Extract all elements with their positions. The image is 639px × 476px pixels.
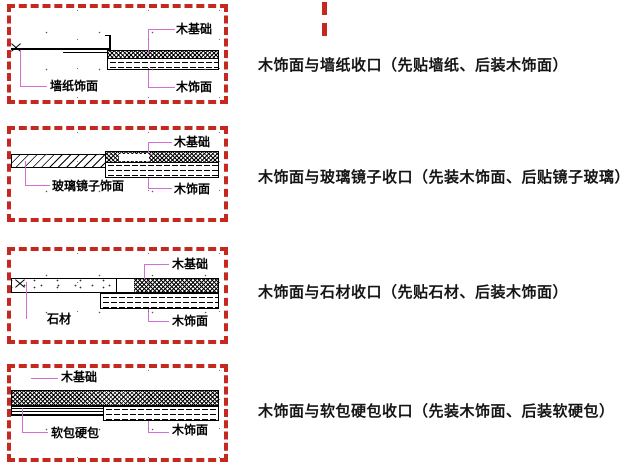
label-wood-finish: 木饰面 bbox=[172, 314, 209, 328]
label-glass-mirror: 玻璃镜子饰面 bbox=[52, 179, 125, 193]
leader-line bbox=[25, 161, 26, 186]
leader-line bbox=[20, 86, 47, 87]
wood-finish-layer bbox=[108, 59, 218, 68]
upholstery-layer bbox=[11, 406, 105, 416]
leader-line bbox=[148, 87, 175, 88]
detail-panel-stone: 木基础 石材 木饰面 bbox=[7, 247, 228, 344]
wood-base-layer bbox=[108, 51, 218, 59]
wallpaper-surface-line bbox=[11, 48, 111, 50]
leader-line bbox=[148, 432, 169, 433]
label-wood-finish: 木饰面 bbox=[172, 423, 209, 437]
detail-panel-wallpaper: 木基础 木饰面 墙纸饰面 bbox=[7, 4, 228, 104]
end-trim-profile bbox=[109, 35, 111, 50]
leader-line bbox=[144, 264, 169, 265]
label-wood-base: 木基础 bbox=[61, 370, 98, 384]
leader-line bbox=[22, 432, 48, 433]
stone-layer bbox=[12, 279, 116, 292]
leader-line bbox=[148, 309, 149, 322]
caption-mirror: 木饰面与玻璃镜子收口（先装木饰面、后贴镜子玻璃） bbox=[258, 170, 631, 186]
leader-line bbox=[22, 408, 23, 433]
base-gap bbox=[119, 154, 149, 161]
detail-panel-mirror: 木基础 玻璃镜子饰面 木饰面 bbox=[7, 126, 228, 222]
leader-line bbox=[25, 185, 50, 186]
leader-line bbox=[144, 264, 145, 279]
caption-upholstery: 木饰面与软包硬包收口（先装木饰面、后装软硬包） bbox=[258, 404, 615, 420]
label-stone: 石材 bbox=[47, 312, 72, 326]
leader-line bbox=[20, 50, 21, 87]
wood-base-layer bbox=[11, 390, 219, 406]
wallpaper-edge-line bbox=[63, 52, 110, 53]
leader-line bbox=[148, 421, 149, 433]
caption-stone: 木饰面与石材收口（先贴石材、后装木饰面） bbox=[258, 285, 569, 301]
leader-line bbox=[148, 29, 149, 54]
leader-line bbox=[26, 282, 27, 319]
joint-divider bbox=[116, 279, 117, 292]
label-wood-base: 木基础 bbox=[174, 135, 211, 149]
leader-line bbox=[31, 378, 58, 379]
label-wood-finish: 木饰面 bbox=[174, 182, 211, 196]
label-wood-base: 木基础 bbox=[172, 257, 209, 271]
leader-line bbox=[148, 142, 172, 143]
wood-finish-layer bbox=[100, 293, 219, 309]
leader-line bbox=[148, 188, 172, 189]
label-wood-finish: 木饰面 bbox=[176, 80, 213, 94]
partial-dashed-border bbox=[322, 2, 327, 15]
leader-line bbox=[148, 321, 169, 322]
caption-wallpaper: 木饰面与墙纸收口（先贴墙纸、后装木饰面） bbox=[258, 58, 569, 74]
partial-dashed-border bbox=[322, 23, 327, 36]
leader-line bbox=[148, 70, 149, 88]
label-wood-base: 木基础 bbox=[176, 22, 213, 36]
label-upholstery: 软包硬包 bbox=[51, 426, 100, 440]
leader-line bbox=[148, 178, 149, 189]
wood-panel-section bbox=[105, 151, 219, 178]
end-trim-tick bbox=[105, 35, 111, 36]
wood-panel-section bbox=[107, 50, 219, 70]
glass-mirror-section bbox=[11, 154, 110, 168]
leader-line bbox=[148, 29, 175, 30]
detail-panel-upholstery: 木基础 软包硬包 木饰面 bbox=[7, 364, 228, 462]
wood-finish-layer bbox=[103, 406, 219, 421]
wood-finish-layer bbox=[106, 163, 218, 176]
top-band-section bbox=[11, 278, 219, 293]
leader-line bbox=[148, 142, 149, 153]
wood-base-layer bbox=[106, 152, 218, 163]
label-wallpaper: 墙纸饰面 bbox=[50, 79, 99, 93]
wood-base-layer bbox=[134, 279, 218, 292]
